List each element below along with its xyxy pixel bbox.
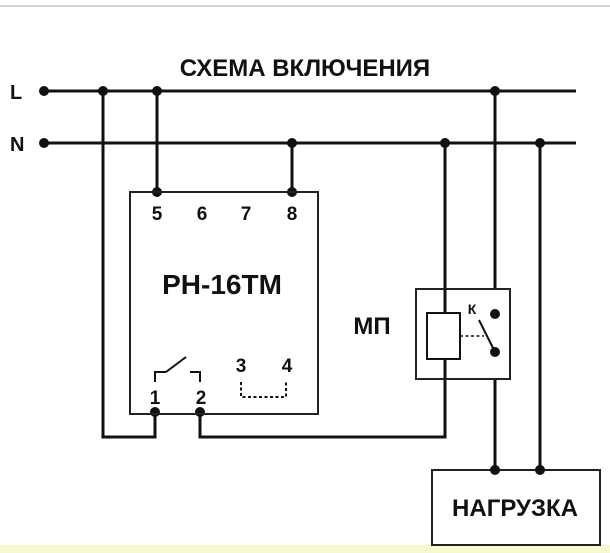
phase-line-label: L [10, 82, 22, 104]
wires [44, 89, 576, 470]
wire-phase-to-terminal-1 [101, 91, 157, 439]
terminal-label-2: 2 [196, 388, 207, 409]
contact-blade [478, 319, 496, 353]
terminal-label-5: 5 [152, 204, 163, 225]
relay-contact-symbol [154, 356, 201, 382]
load-terminal-dot [490, 465, 500, 475]
junction-dot [490, 86, 500, 96]
junction-dot [440, 138, 450, 148]
neutral-line-label: N [10, 134, 24, 156]
terminal-label-8: 8 [287, 204, 298, 225]
load-terminal-dot [535, 465, 545, 475]
load-label: НАГРУЗКА [452, 495, 578, 522]
contact-top-dot [490, 309, 500, 319]
phase-terminal-dot [39, 86, 49, 96]
aux-contact-dashed [240, 382, 287, 398]
bottom-strip [0, 545, 610, 553]
contact-label: К [468, 301, 477, 317]
terminal-label-4: 4 [282, 356, 293, 377]
junction-dot [287, 138, 297, 148]
terminal-label-6: 6 [197, 204, 208, 225]
device-box [129, 191, 319, 415]
contactor-name: МП [353, 313, 390, 340]
contact-bottom-dot [490, 347, 500, 357]
junction-dot [98, 86, 108, 96]
terminal-label-7: 7 [241, 204, 252, 225]
junction-dot [535, 138, 545, 148]
coil-icon [426, 312, 461, 360]
load-box [431, 469, 601, 546]
neutral-terminal-dot [39, 138, 49, 148]
device-name: РН-16ТМ [162, 269, 282, 300]
terminal-label-3: 3 [236, 356, 247, 377]
junction-dot [152, 86, 162, 96]
diagram-title: СХЕМА ВКЛЮЧЕНИЯ [180, 55, 430, 82]
terminal-label-1: 1 [150, 388, 161, 409]
